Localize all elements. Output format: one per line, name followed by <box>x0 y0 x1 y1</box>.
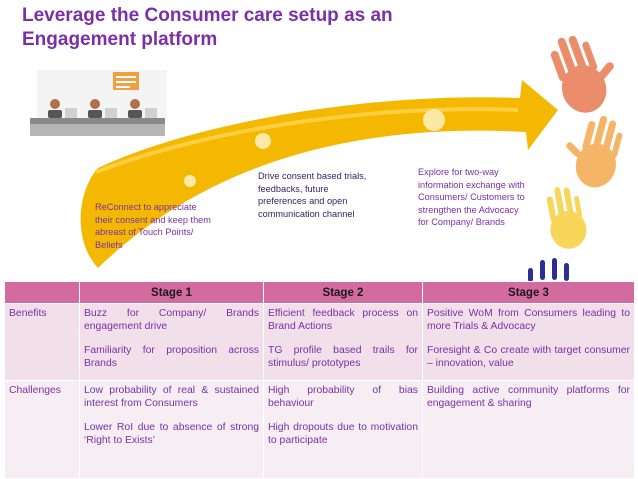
cell-text: Positive WoM from Consumers leading to m… <box>427 308 630 332</box>
cell-text: Building active community platforms for … <box>427 385 630 409</box>
note-line: ReConnect to appreciate <box>95 202 197 212</box>
row-label: Challenges <box>4 380 80 479</box>
table-header-cell: Stage 1 <box>79 281 264 304</box>
cell-text: High probability of bias behaviour <box>268 385 418 409</box>
cell-text: Efficient feedback process on Brand Acti… <box>268 308 418 332</box>
page-title: Leverage the Consumer care setup as an E… <box>22 4 502 52</box>
table-cell: Buzz for Company/ Brands engagement driv… <box>79 303 264 381</box>
table-cell: Positive WoM from Consumers leading to m… <box>422 303 635 381</box>
note-line: abreast of Touch Points/ <box>95 227 194 237</box>
note-line: for Company/ Brands <box>418 217 505 227</box>
table-header-row: Stage 1 Stage 2 Stage 3 <box>4 281 635 304</box>
handprints-decoration <box>528 35 623 282</box>
note-line: communication channel <box>258 208 355 219</box>
call-center-illustration <box>30 70 167 136</box>
note-line: Beliefs <box>95 239 123 250</box>
row-label: Benefits <box>4 303 80 381</box>
table-header-cell: Stage 3 <box>422 281 635 304</box>
table-row: Benefits Buzz for Company/ Brands engage… <box>4 303 635 381</box>
stage3-note: Explore for two-way information exchange… <box>418 166 525 229</box>
cell-text: Buzz for Company/ Brands engagement driv… <box>84 308 259 332</box>
table-cell: High probability of bias behaviour High … <box>263 380 423 479</box>
stage2-note: Drive consent based trials, feedbacks, f… <box>258 170 366 220</box>
milestone-dot-icon <box>184 109 445 187</box>
note-line: preferences and open <box>258 196 348 206</box>
cell-text: Foresight & Co create with target consum… <box>427 345 630 369</box>
note-line: strengthen the Advocacy <box>418 204 519 215</box>
table-header-cell: Stage 2 <box>263 281 423 304</box>
table-cell: Low probability of real & sustained inte… <box>79 380 264 479</box>
cell-text: Lower RoI due to absence of strong ‘Righ… <box>84 422 259 446</box>
table-cell: Building active community platforms for … <box>422 380 635 479</box>
table-cell: Efficient feedback process on Brand Acti… <box>263 303 423 381</box>
cell-text: Low probability of real & sustained inte… <box>84 385 259 409</box>
note-line: Consumers/ Customers to <box>418 192 525 202</box>
note-line: information exchange with <box>418 179 525 190</box>
note-line: feedbacks, future <box>258 183 329 194</box>
note-line: Drive consent based trials, <box>258 171 367 181</box>
title-line-1: Leverage the Consumer care setup as an <box>22 5 393 26</box>
note-line: their consent and keep them <box>95 214 211 225</box>
note-line: Explore for two-way <box>418 167 499 177</box>
table-header-cell <box>4 281 80 304</box>
stage1-note: ReConnect to appreciate their consent an… <box>95 201 211 251</box>
cell-text: TG profile based trails for stimulus/ pr… <box>268 345 418 369</box>
cell-text: Familiarity for proposition across Brand… <box>84 345 259 369</box>
stages-table: Stage 1 Stage 2 Stage 3 Benefits Buzz fo… <box>4 281 635 479</box>
table-row: Challenges Low probability of real & sus… <box>4 380 635 479</box>
title-line-2: Engagement platform <box>22 29 218 50</box>
cell-text: High dropouts due to motivation to parti… <box>268 422 418 446</box>
